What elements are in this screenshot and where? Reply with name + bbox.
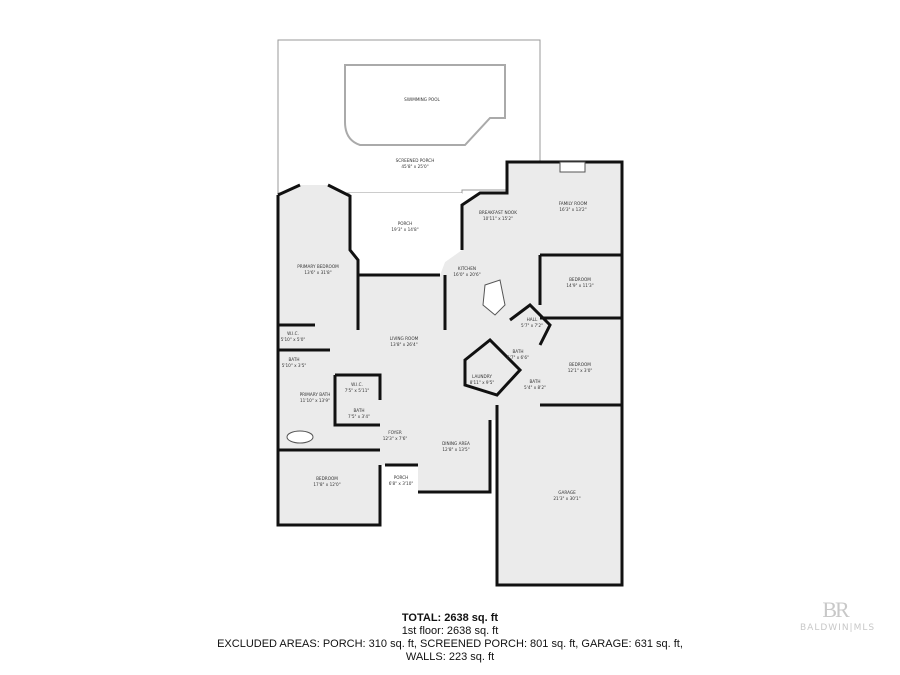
room-name: BATH [512,349,523,354]
room-name: BATH [353,408,364,413]
total-area: TOTAL: 2638 sq. ft [401,612,499,624]
room-dimensions: 10'11" x 15'2" [483,216,513,221]
room-dimensions: 8'11" x 9'5" [470,380,495,385]
porch-area [350,193,462,275]
room-dimensions: 13'6" x 31'8" [304,270,331,275]
walls [276,160,624,587]
room-dimensions: 11'10" x 13'9" [300,398,330,403]
fireplace [559,161,586,173]
bathtub [286,430,314,444]
room-name: BEDROOM [569,362,591,367]
room-dimensions: 14'9" x 11'3" [566,283,593,288]
room-name: BREAKFAST NOOK [479,210,517,215]
room-name: KITCHEN [458,266,476,271]
room-dimensions: 13'8" x 26'4" [390,342,417,347]
logo-mark: BR [822,597,849,622]
room-name: FOYER [388,430,402,435]
room-name: BEDROOM [316,476,338,481]
room-dimensions: 5'10" x 3'5" [282,363,307,368]
room-name: BATH [288,357,299,362]
room-dimensions: 6'7" x 6'6" [507,355,529,360]
room-dimensions: 12'3" x 7'6" [383,436,408,441]
rooms-fill [278,162,622,585]
room-dimensions: 45'8" x 25'0" [401,164,428,169]
room-dimensions: 5'10" x 5'0" [281,337,306,342]
room-dimensions: 21'3" x 30'1" [553,496,580,501]
room-name: W.I.C. [351,382,363,387]
excluded-areas: EXCLUDED AREAS: PORCH: 310 sq. ft, SCREE… [217,638,683,650]
room-name: GARAGE [558,490,576,495]
logo-text: BALDWIN|MLS [800,623,876,633]
room-name: LAUNDRY [472,374,492,379]
room-dimensions: 16'0" x 20'6" [453,272,480,277]
garage-area [497,405,622,585]
floor-area: 1st floor: 2638 sq. ft [401,625,499,637]
room-name: HALL [527,317,538,322]
area-summary: TOTAL: 2638 sq. ft 1st floor: 2638 sq. f… [0,612,900,664]
room-name: SCREENED PORCH [396,158,435,163]
room-name: W.I.C. [287,331,299,336]
room-name: PORCH [394,475,409,480]
room-name: PRIMARY BATH [300,392,331,397]
room-name: PORCH [398,221,413,226]
room-dimensions: 17'8" x 12'0" [313,482,340,487]
swimming-pool [344,64,506,146]
room-name: DINING AREA [442,441,470,446]
room-name: FAMILY ROOM [559,201,588,206]
room-dimensions: 12'1" x 3'0" [568,368,593,373]
room-dimensions: 7'5" x 5'11" [345,388,370,393]
room-dimensions: 19'3" x 14'8" [391,227,418,232]
room-dimensions: 7'5" x 3'4" [348,414,370,419]
room-name: PRIMARY BEDROOM [297,264,339,269]
room-dimensions: 6'8" x 3'10" [389,481,414,486]
kitchen-island [482,279,506,316]
room-name: SWIMMING POOL [404,97,440,102]
room-dimensions: 12'8" x 13'5" [442,447,469,452]
room-name: BEDROOM [569,277,591,282]
room-name: LIVING ROOM [390,336,419,341]
room-dimensions: 5'4" x 8'2" [524,385,546,390]
walls-area: WALLS: 223 sq. ft [405,651,495,663]
baldwin-mls-logo: BR BALDWIN|MLS [800,597,876,633]
room-name: BATH [529,379,540,384]
room-dimensions: 5'7" x 7'2" [521,323,543,328]
room-dimensions: 16'3" x 13'2" [559,207,586,212]
